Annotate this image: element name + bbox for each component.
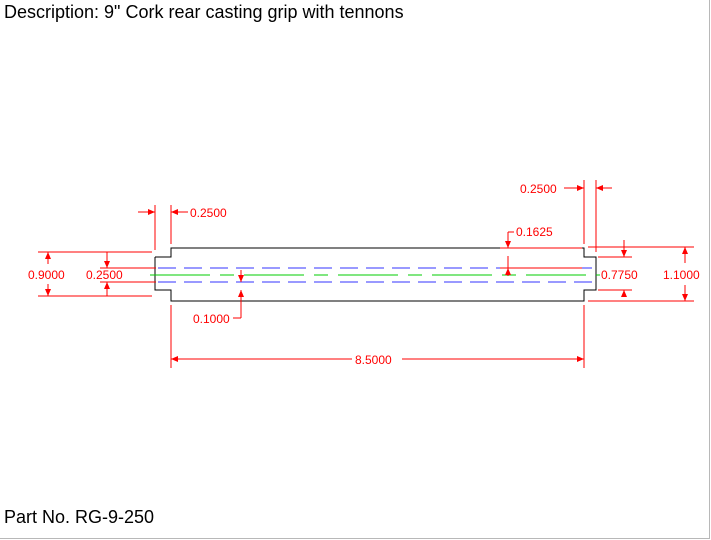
arrowhead xyxy=(621,250,627,257)
dim-overall-diameter: 0.9000 xyxy=(28,268,65,282)
dim-bore-offset: 0.1000 xyxy=(193,312,230,326)
arrowhead xyxy=(577,356,584,362)
arrowhead xyxy=(682,247,688,254)
arrowhead xyxy=(505,241,511,248)
arrowhead xyxy=(104,261,110,268)
arrowhead xyxy=(621,290,627,297)
arrowhead xyxy=(171,356,178,362)
dim-tenon-length-left: 0.2500 xyxy=(190,206,227,220)
arrowhead xyxy=(577,185,584,191)
dim-tenon-length-right: 0.2500 xyxy=(520,182,557,196)
arrowhead xyxy=(682,294,688,301)
arrowhead xyxy=(171,209,178,215)
arrowhead xyxy=(45,252,51,259)
dim-bore-left: 0.2500 xyxy=(86,268,123,282)
dim-tenon-diameter: 0.7750 xyxy=(601,268,638,282)
dim-body-length: 8.5000 xyxy=(355,353,392,367)
arrowhead xyxy=(505,268,511,275)
drawing-description: Description: 9" Cork rear casting grip w… xyxy=(4,2,404,22)
arrowhead xyxy=(45,289,51,296)
part-number: Part No. RG-9-250 xyxy=(4,507,155,527)
arrowhead xyxy=(596,185,603,191)
arrowhead xyxy=(148,209,155,215)
arrowhead xyxy=(104,282,110,289)
arrowhead xyxy=(238,275,244,282)
part-outline xyxy=(154,247,597,302)
dim-body-diameter: 1.1000 xyxy=(663,268,700,282)
dim-step-offset: 0.1625 xyxy=(516,225,553,239)
arrowhead xyxy=(238,290,244,297)
